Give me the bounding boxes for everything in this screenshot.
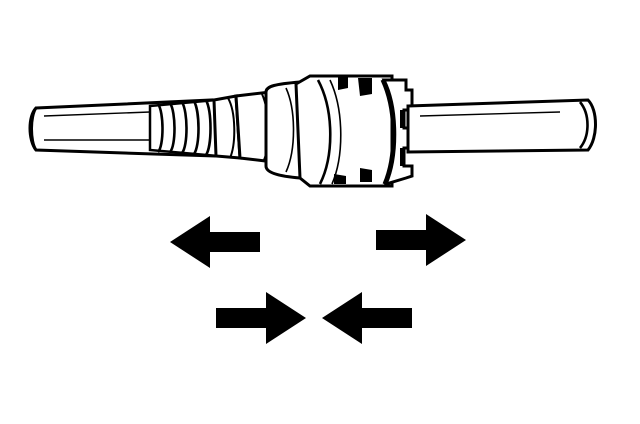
push-together-right-arrow arrow-right-icon	[216, 292, 306, 344]
arrows	[170, 214, 466, 344]
push-together-left-arrow arrow-left-icon	[322, 292, 412, 344]
pull-apart-right-arrow arrow-right-icon	[376, 214, 466, 266]
ribbed-sleeve	[148, 98, 220, 158]
pull-apart-left-arrow arrow-left-icon	[170, 216, 260, 268]
right-tube	[406, 98, 597, 154]
retainer-ring	[294, 74, 395, 188]
